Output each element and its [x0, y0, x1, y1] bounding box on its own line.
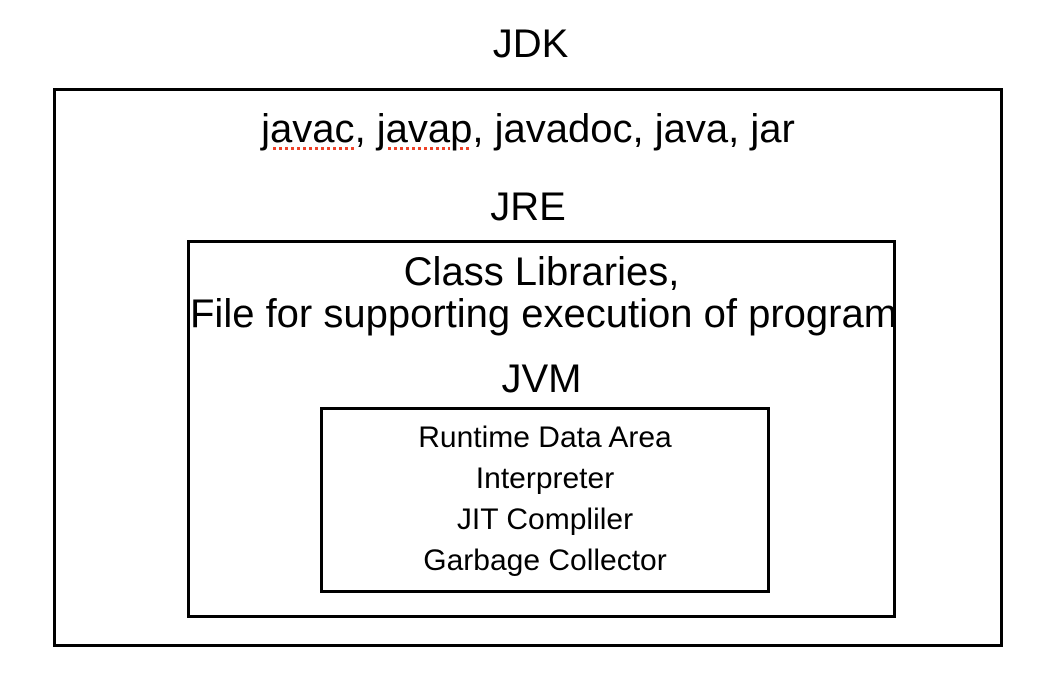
jre-title: JRE [490, 185, 566, 229]
tools-rest: javadoc, java, jar [494, 107, 795, 151]
jdk-tools-text: javac, javap, javadoc, java, jar [56, 108, 1000, 150]
jdk-box: javac, javap, javadoc, java, jar JRE Cla… [53, 88, 1003, 647]
tools-separator: , [354, 107, 377, 151]
jvm-title: JVM [501, 357, 582, 401]
tools-separator: , [472, 107, 495, 151]
jvm-component-interpreter: Interpreter [475, 462, 615, 495]
jvm-components-list: Runtime Data Area Interpreter JIT Compli… [323, 417, 767, 581]
tool-javap: javap [376, 107, 473, 151]
tool-javac: javac [261, 107, 355, 151]
jre-description-line2: File for supporting execution of program [190, 292, 898, 336]
jre-description: Class Libraries, File for supporting exe… [190, 250, 898, 336]
jvm-box: Runtime Data Area Interpreter JIT Compli… [320, 407, 770, 593]
jdk-title: JDK [492, 22, 569, 66]
jre-box: Class Libraries, File for supporting exe… [187, 240, 898, 618]
jvm-component-jit-compiler: JIT Compliler [456, 503, 634, 536]
jre-description-line1: Class Libraries, [403, 250, 680, 294]
jvm-component-runtime-data-area: Runtime Data Area [418, 421, 672, 454]
jvm-component-garbage-collector: Garbage Collector [423, 544, 667, 577]
